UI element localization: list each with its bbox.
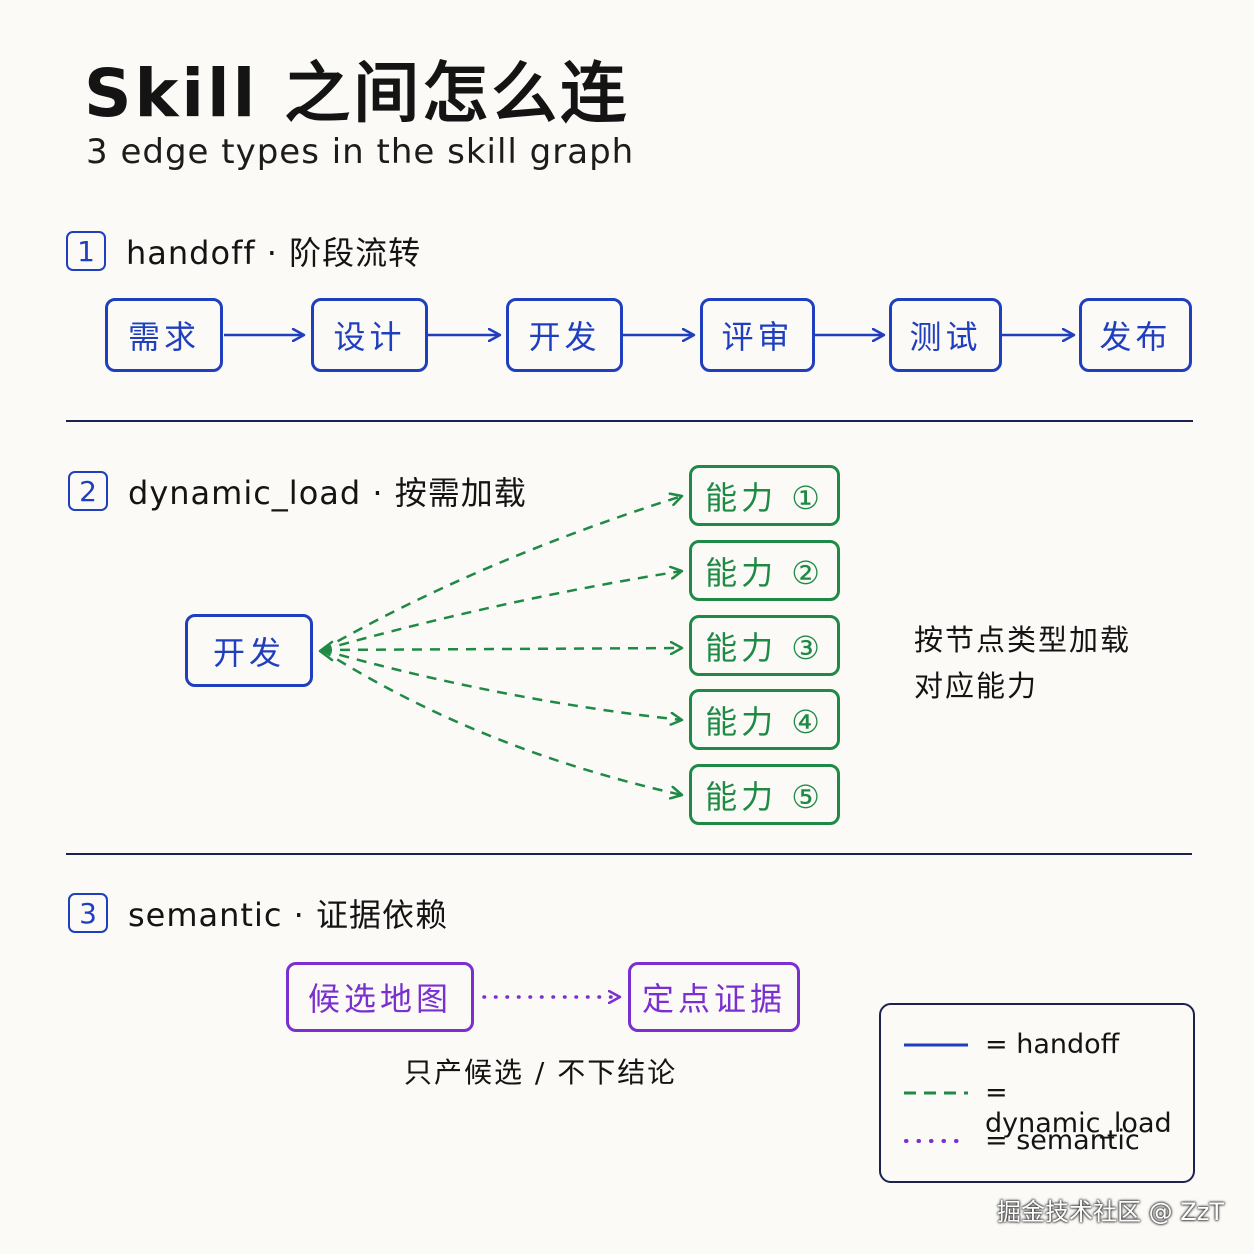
section-2-label: dynamic_load · 按需加载	[128, 474, 527, 512]
handoff-node-5: 测试	[889, 298, 1002, 372]
legend-label-semantic: = semantic	[985, 1125, 1140, 1156]
dynamic-load-note: 按节点类型加载 对应能力	[914, 617, 1131, 709]
dynamic-load-source-node: 开发	[185, 614, 313, 687]
handoff-node-2: 设计	[311, 298, 428, 372]
capability-node-4: 能力 ④	[689, 689, 840, 750]
handoff-node-6: 发布	[1079, 298, 1192, 372]
section-1-header: 1 handoff · 阶段流转	[66, 228, 421, 274]
section-3-header: 3 semantic · 证据依赖	[68, 890, 448, 936]
semantic-from-node: 候选地图	[286, 962, 474, 1032]
capability-node-2: 能力 ②	[689, 540, 840, 601]
dynamic-load-edge-2	[321, 571, 682, 652]
legend-label-handoff: = handoff	[985, 1029, 1120, 1060]
capability-node-5: 能力 ⑤	[689, 764, 840, 825]
section-1-number: 1	[66, 231, 106, 271]
watermark: 掘金技术社区 @ ZzT	[997, 1198, 1224, 1226]
dynamic-load-edge-4	[321, 648, 682, 720]
legend-row-handoff: = handoff	[985, 1029, 1119, 1060]
section-3-number: 3	[68, 893, 108, 933]
dynamic-load-edge-1	[321, 496, 682, 652]
capability-node-3: 能力 ③	[689, 615, 840, 676]
handoff-node-1: 需求	[105, 298, 223, 372]
page-title: Skill 之间怎么连	[84, 55, 630, 132]
dynamic-load-edge-5	[321, 648, 682, 795]
section-2-number: 2	[68, 471, 108, 511]
dynamic-load-note-line-2: 对应能力	[914, 669, 1039, 703]
legend: = handoff = dynamic_load = semantic	[879, 1003, 1195, 1183]
dynamic-load-note-line-1: 按节点类型加载	[914, 623, 1132, 657]
legend-label-dynamic-load: = dynamic_load	[985, 1077, 1172, 1139]
section-3-label: semantic · 证据依赖	[128, 896, 448, 934]
dynamic-load-source-arrowhead	[318, 640, 334, 662]
dynamic-load-edge-3	[321, 648, 682, 650]
divider-1	[66, 420, 1193, 422]
legend-row-semantic: = semantic	[985, 1125, 1140, 1156]
section-2-header: 2 dynamic_load · 按需加载	[68, 468, 527, 514]
handoff-node-4: 评审	[700, 298, 815, 372]
capability-node-1: 能力 ①	[689, 465, 840, 526]
divider-2	[66, 853, 1192, 855]
handoff-node-3: 开发	[506, 298, 623, 372]
page-subtitle: 3 edge types in the skill graph	[86, 132, 635, 172]
semantic-to-node: 定点证据	[628, 962, 800, 1032]
section-1-label: handoff · 阶段流转	[126, 234, 422, 272]
semantic-caption: 只产候选 / 不下结论	[404, 1056, 678, 1089]
legend-row-dynamic-load: = dynamic_load	[985, 1077, 1193, 1139]
